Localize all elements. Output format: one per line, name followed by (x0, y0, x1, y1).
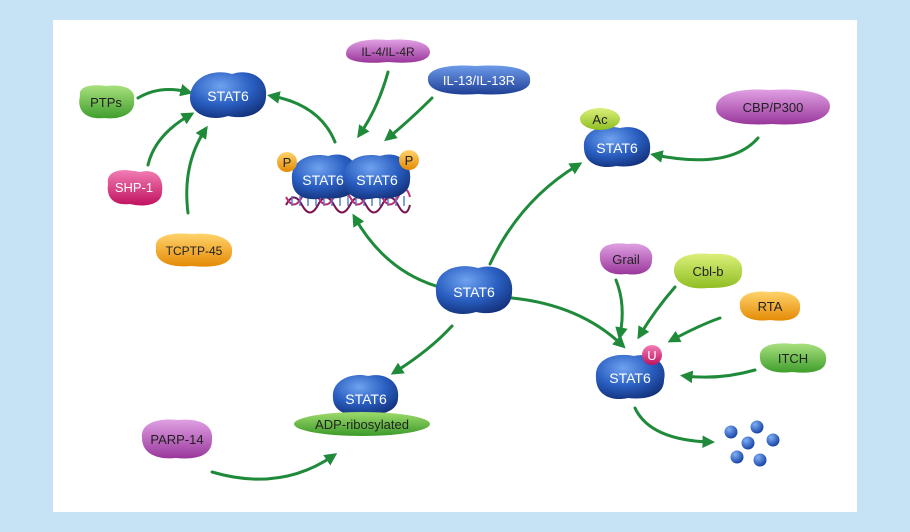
arrow-grail-to-ubiquitinated (614, 278, 628, 340)
shp1-node: SHP-1 (107, 170, 163, 206)
stat6-ubiquitinated: STAT6 U (595, 345, 665, 400)
arrow-cblb-to-ubiquitinated (637, 285, 677, 340)
itch-label: ITCH (778, 351, 808, 366)
il13-label: IL-13/IL-13R (443, 73, 515, 88)
parp14-label: PARP-14 (150, 432, 203, 447)
cblb-node: Cbl-b (674, 253, 743, 289)
rta-node: RTA (739, 291, 801, 321)
arrow-ptps-to-stat6 (136, 84, 193, 100)
arrow-tcptp45-to-stat6 (185, 125, 208, 215)
adp-ribosylated-label: ADP-ribosylated (315, 417, 409, 432)
stat6-top-left-label: STAT6 (207, 88, 249, 104)
parp14-node: PARP-14 (141, 419, 213, 459)
stat6-dimer: STAT6 STAT6 P P (277, 150, 419, 200)
stat6-acetylated: STAT6 Ac (580, 108, 651, 168)
arrow-center-to-adp (390, 324, 454, 375)
phospho-left-label: P (283, 155, 292, 170)
shp1-label: SHP-1 (115, 180, 153, 195)
stat6-ubiquitinated-label: STAT6 (609, 370, 651, 386)
phospho-right-label: P (405, 153, 414, 168)
il4-label: IL-4/IL-4R (361, 45, 415, 59)
grail-label: Grail (612, 252, 640, 267)
rta-label: RTA (758, 299, 783, 314)
arrow-ubiquitinated-to-degradation (633, 406, 716, 449)
tcptp45-label: TCPTP-45 (166, 244, 223, 258)
acetyl-label: Ac (592, 112, 608, 127)
arrow-center-to-dimer (352, 213, 438, 288)
stat6-adp-label: STAT6 (345, 391, 387, 407)
arrow-center-to-acetylated (488, 162, 583, 266)
itch-node: ITCH (759, 343, 827, 373)
tcptp45-node: TCPTP-45 (155, 233, 233, 267)
ptps-node: PTPs (79, 85, 135, 119)
arrow-il4-to-dimer (357, 70, 390, 139)
arrow-cbp-to-acetylated (650, 136, 760, 163)
adp-ribose-badge (294, 412, 430, 436)
il4-node: IL-4/IL-4R (346, 39, 430, 63)
stat6-center: STAT6 (435, 266, 513, 314)
stat6-acetylated-label: STAT6 (596, 140, 638, 156)
arrow-shp1-to-stat6 (146, 112, 195, 167)
stat6-top-left: STAT6 (190, 72, 267, 118)
cbp-node: CBP/P300 (716, 89, 830, 125)
ubiquitin-badge (642, 345, 662, 365)
arrow-rta-to-ubiquitinated (667, 316, 722, 343)
cbp-label: CBP/P300 (743, 100, 804, 115)
stat6-adp-ribosylated: STAT6 ADP-ribosylated (294, 374, 430, 436)
grail-node: Grail (599, 243, 653, 275)
stat6-dimer-left-label: STAT6 (302, 172, 344, 188)
phospho-right-badge (399, 150, 419, 170)
arrow-itch-to-ubiquitinated (679, 368, 757, 384)
arrows (136, 70, 760, 481)
ubiquitin-label: U (647, 348, 656, 363)
degradation-fragments (724, 420, 780, 467)
cblb-label: Cbl-b (692, 264, 723, 279)
il13-node: IL-13/IL-13R (427, 65, 531, 95)
arrow-parp14-to-adp (210, 453, 338, 481)
arrow-il13-to-dimer (384, 96, 434, 142)
phospho-left-badge (277, 152, 297, 172)
stat6-dimer-right-label: STAT6 (356, 172, 398, 188)
ptps-label: PTPs (90, 95, 122, 110)
stat6-center-label: STAT6 (453, 284, 495, 300)
acetyl-badge (580, 108, 620, 130)
arrow-center-to-ubiquitinated (510, 296, 626, 349)
arrow-dimer-to-stat6 (267, 91, 337, 144)
